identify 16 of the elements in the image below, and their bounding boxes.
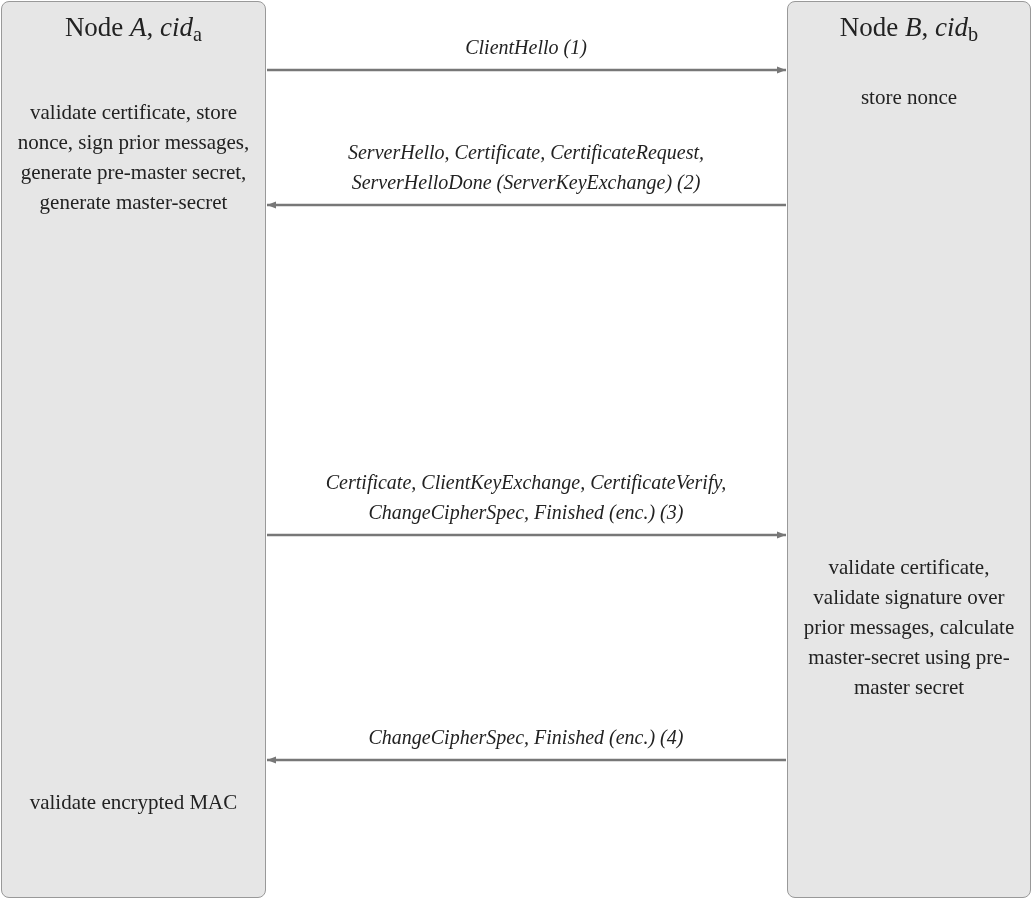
lane-heading: Node A, cid$_{a}$ — [63, 11, 204, 44]
arrow — [267, 756, 786, 764]
edge-label: ClientHello (1) — [464, 35, 588, 61]
arrow — [267, 201, 786, 209]
lane-note: validate certificate, validate signature over prior messages, calculate master-secret using pre-master secret — [802, 554, 1016, 701]
lane-note: validate certificate, store nonce, sign prior messages, generate pre-master secret, generate master-secret — [16, 99, 251, 216]
arrow — [267, 531, 786, 539]
edge-label: ServerHello, Certificate, CertificateRequest, ServerHelloDone (ServerKeyExchange) (2) — [347, 140, 705, 196]
arrow — [267, 66, 786, 74]
lane-box — [787, 1, 1031, 898]
lane-note: validate encrypted MAC — [28, 789, 239, 816]
lane-note: store nonce — [859, 84, 959, 111]
lane-box — [1, 1, 266, 898]
lane-heading: Node B, cid$_{b}$ — [838, 11, 980, 44]
edge-label: ChangeCipherSpec, Finished (enc.) (4) — [367, 725, 685, 751]
edge-label: Certificate, ClientKeyExchange, CertificateVerify, ChangeCipherSpec, Finished (enc.) (3) — [324, 470, 728, 526]
